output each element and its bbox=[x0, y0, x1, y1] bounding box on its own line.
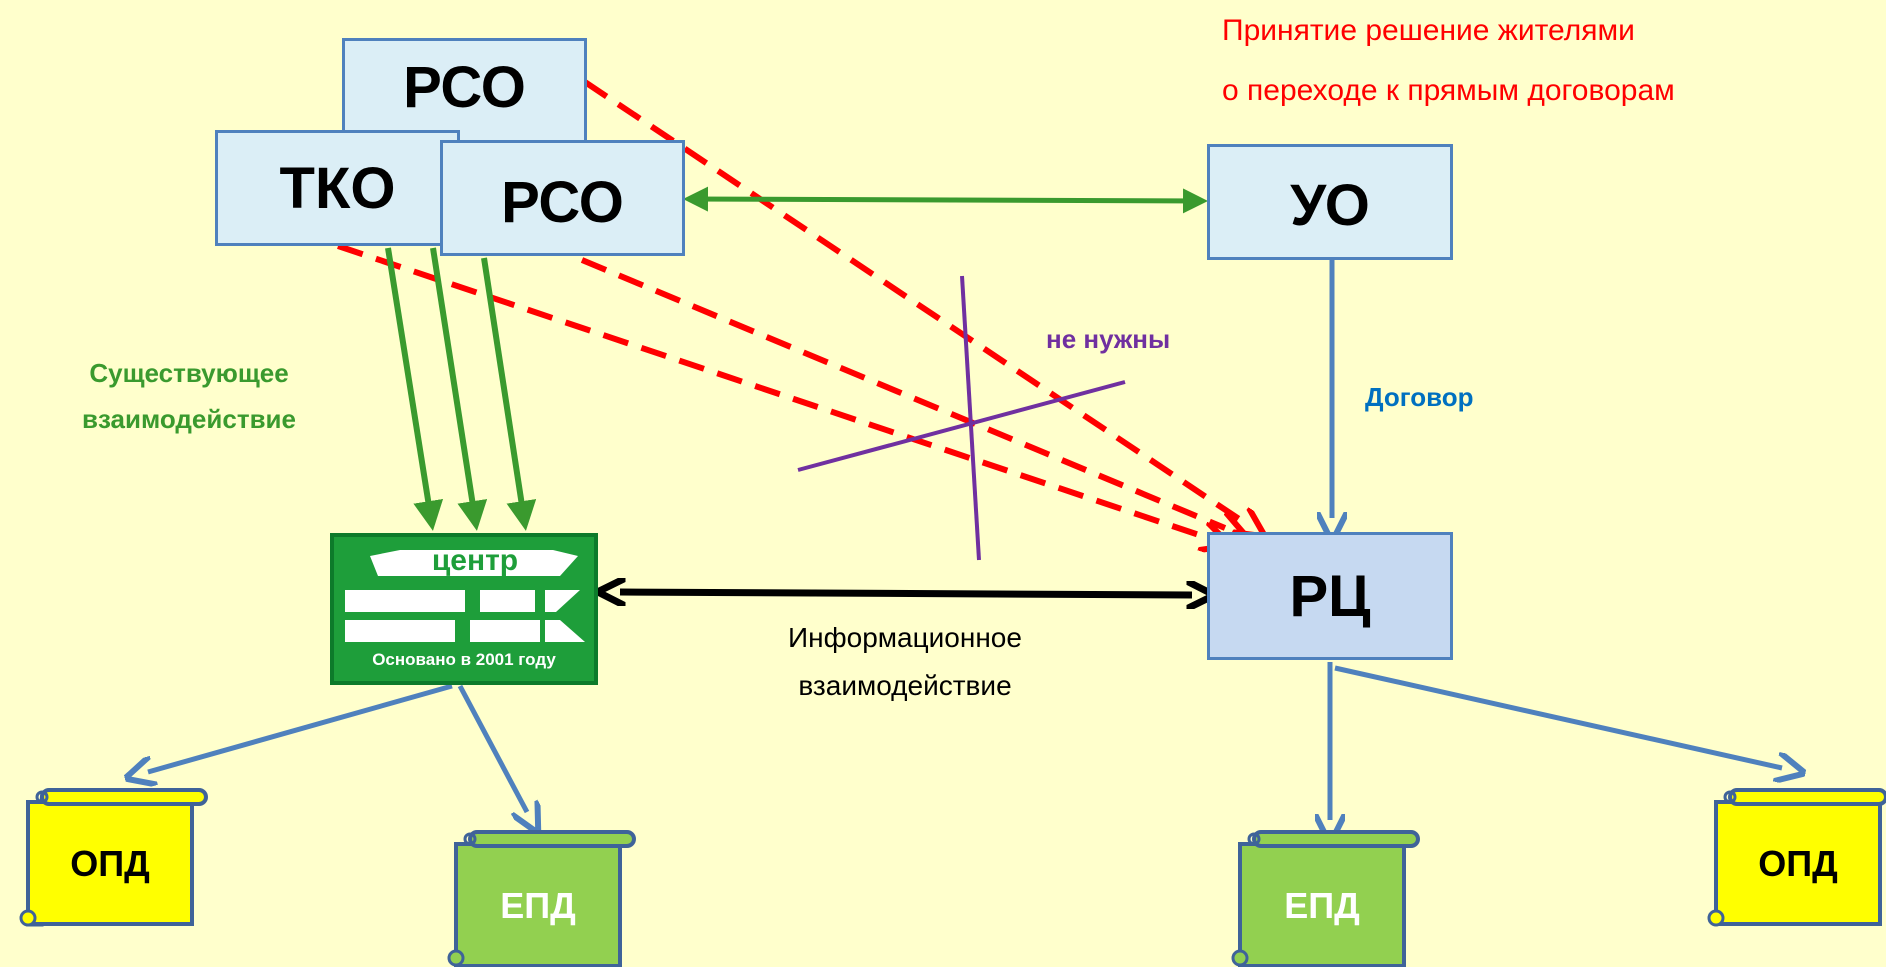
red-dash-tko-to-rc bbox=[337, 243, 1208, 538]
logo-word: центр bbox=[431, 544, 519, 577]
blue-output-arrows bbox=[148, 662, 1782, 820]
doc-opd-left-label: ОПД bbox=[70, 843, 150, 884]
logo-band-2 bbox=[480, 590, 535, 612]
label-not-needed: не нужны bbox=[1046, 324, 1171, 354]
logo-center-sbk bbox=[330, 533, 598, 685]
label-contract: Договор bbox=[1365, 382, 1474, 412]
node-tko: ТКО bbox=[215, 130, 460, 246]
document-epd-right bbox=[1231, 830, 1420, 967]
green-arrow-1 bbox=[385, 247, 444, 531]
doc-epd-left-label: ЕПД bbox=[500, 885, 576, 926]
document-opd-right bbox=[1707, 788, 1886, 927]
node-rso-front: РСО bbox=[440, 140, 685, 256]
green-arrow-3 bbox=[481, 257, 537, 531]
document-epd-left bbox=[447, 830, 636, 967]
blue-arrow-rc-opd bbox=[1334, 665, 1782, 768]
node-rc: РЦ bbox=[1207, 532, 1453, 660]
purple-cross bbox=[797, 275, 1126, 561]
red-dashed-links bbox=[337, 79, 1245, 538]
purple-cross-line-2 bbox=[797, 380, 1126, 472]
doc-epd-right-label: ЕПД bbox=[1284, 885, 1360, 926]
logo-top-band bbox=[370, 550, 578, 576]
red-dash-rso-back-to-rc bbox=[583, 79, 1245, 523]
label-info-line-2: взаимодействие bbox=[798, 670, 1012, 701]
logo-band-3 bbox=[345, 620, 455, 642]
red-dash-rso-front-to-rc bbox=[580, 257, 1225, 528]
green-link-rso-uo bbox=[683, 186, 1208, 214]
blue-arrow-logo-opd bbox=[148, 683, 453, 772]
header-line-1: Принятие решение жителями bbox=[1222, 14, 1635, 47]
label-existing-line-1: Существующее bbox=[89, 358, 289, 388]
green-arrow-2 bbox=[430, 247, 488, 531]
logo-band-1 bbox=[345, 590, 465, 612]
node-uo: УО bbox=[1207, 144, 1453, 260]
label-existing-line-2: взаимодействие bbox=[81, 404, 296, 434]
logo-band-4 bbox=[470, 620, 540, 642]
black-info-arrow bbox=[620, 592, 1192, 595]
document-opd-left bbox=[19, 788, 208, 927]
header-line-2: о переходе к прямым договорам bbox=[1222, 74, 1675, 107]
logo-caption: Основано в 2001 году bbox=[372, 650, 556, 669]
doc-opd-right-label: ОПД bbox=[1758, 843, 1838, 884]
green-existing-arrows bbox=[385, 247, 537, 531]
purple-cross-line-1 bbox=[960, 275, 981, 561]
blue-arrow-logo-epd bbox=[457, 684, 527, 812]
label-info-line-1: Информационное bbox=[788, 622, 1022, 653]
